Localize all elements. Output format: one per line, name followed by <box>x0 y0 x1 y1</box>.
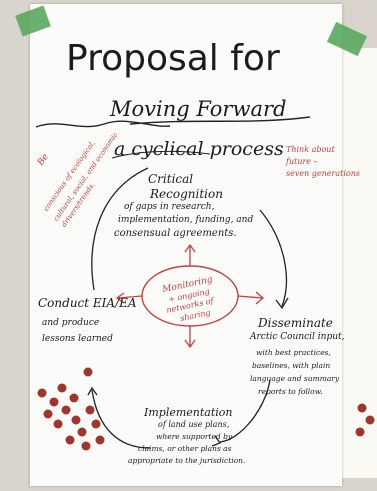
step1-line3: of gaps in research, <box>124 202 215 212</box>
red-note-right-3: seven generations <box>286 169 360 178</box>
poster-paper <box>30 4 342 486</box>
poster-subtitle: a cyclical process <box>114 138 284 160</box>
step2-line2: Arctic Council input, <box>250 332 345 342</box>
step2-line3: with best practices, <box>256 348 331 357</box>
step1-line2: Recognition <box>150 187 223 201</box>
step4-line1: Conduct EIA/EA <box>38 296 137 310</box>
step4-line3: lessons learned <box>42 334 113 344</box>
step2-line6: reports to follow. <box>258 387 323 396</box>
step2-line4: baselines, with plain <box>252 361 331 370</box>
poster-title-line1: Proposal for <box>66 38 280 79</box>
step3-line5: appropriate to the jurisdiction. <box>128 456 246 465</box>
poster-title-line2: Moving Forward <box>110 97 287 121</box>
red-note-right-1: Think about <box>286 145 335 154</box>
step2-line5: language and summary <box>250 374 340 383</box>
red-note-right-2: future – <box>286 157 318 166</box>
step3-line3: where supported by <box>156 432 233 441</box>
step3-line1: Implementation <box>144 406 233 419</box>
step1-line5: consensual agreements. <box>114 228 237 239</box>
step3-line4: claims, or other plans as <box>138 444 232 453</box>
step1-line1: Critical <box>148 172 194 186</box>
step2-line1: Disseminate <box>258 316 333 330</box>
step3-line2: of land use plans, <box>158 420 230 429</box>
step4-line2: and produce <box>42 318 100 328</box>
step1-line4: implementation, funding, and <box>118 215 254 225</box>
